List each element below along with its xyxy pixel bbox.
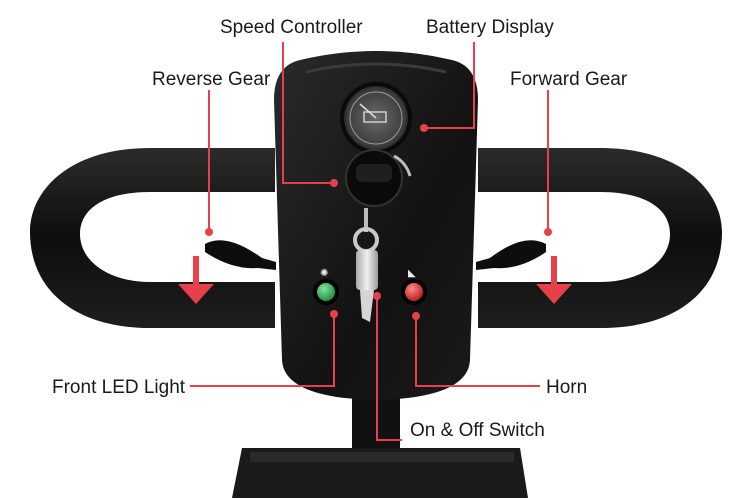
svg-text:✺: ✺ xyxy=(320,268,328,279)
forward-arrow-icon xyxy=(536,256,572,304)
forward-lever xyxy=(476,240,546,270)
svg-text:◣: ◣ xyxy=(408,268,416,279)
label-speed-controller: Speed Controller xyxy=(220,17,363,38)
control-panel-housing xyxy=(274,51,478,400)
annotation-dots xyxy=(205,124,552,320)
label-forward-gear: Forward Gear xyxy=(510,69,628,90)
annotation-lines xyxy=(190,42,549,441)
reverse-lever xyxy=(205,240,276,270)
handlebar-grip xyxy=(478,148,722,328)
label-horn: Horn xyxy=(546,377,588,398)
label-on-off-switch: On & Off Switch xyxy=(410,420,545,441)
label-reverse-gear: Reverse Gear xyxy=(152,69,271,90)
reverse-arrow-icon xyxy=(178,256,214,304)
label-battery-display: Battery Display xyxy=(426,17,554,38)
handlebar-grip xyxy=(30,148,275,328)
led-light-button xyxy=(313,279,339,305)
key-icon xyxy=(353,208,379,322)
label-front-led-light: Front LED Light xyxy=(52,377,186,398)
horn-button xyxy=(401,279,427,305)
